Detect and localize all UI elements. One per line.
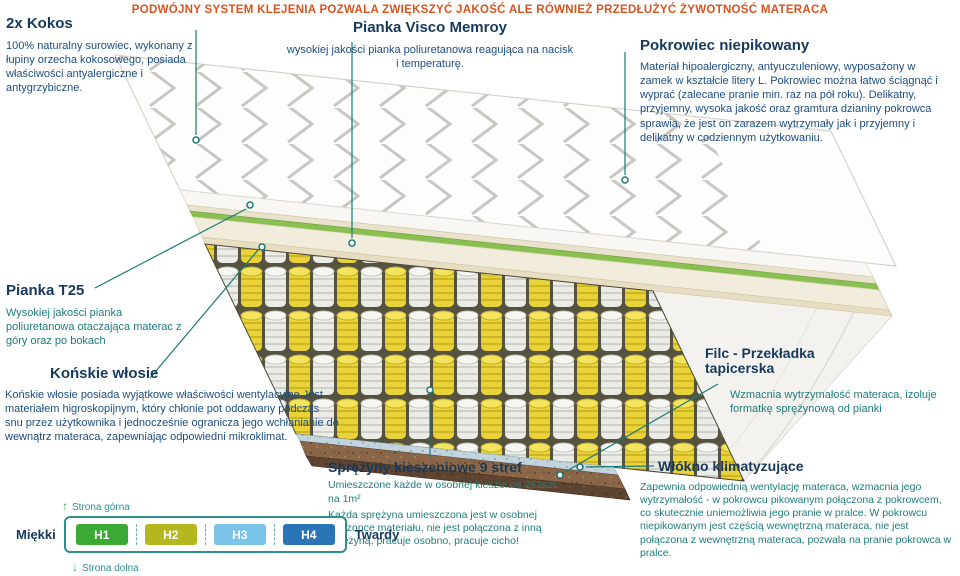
divider — [204, 524, 206, 545]
filc-body: Wzmacnia wytrzymałość materaca, izoluje … — [730, 389, 937, 416]
kokos-title: 2x Kokos — [6, 15, 73, 32]
callout-t25: Pianka T25 Wysokiej jakości pianka poliu… — [6, 282, 216, 348]
wlosie-title: Końskie włosie — [50, 365, 159, 382]
wlosie-body: Końskie włosie posiada wyjątkowe właściw… — [5, 388, 339, 444]
top-side-note: ↑ Strona górna — [62, 499, 130, 513]
callout-filc: Filc - Przekładka tapicerska — [705, 345, 955, 377]
divider — [273, 524, 275, 545]
hardness-h4-button[interactable]: H4 — [282, 524, 335, 545]
up-arrow-icon: ↑ — [62, 499, 68, 513]
hardness-h2-button[interactable]: H2 — [144, 524, 197, 545]
callout-dot-wlokno — [576, 463, 584, 471]
sprezyny-detail: Każda sprężyna umieszczona jest w osobne… — [328, 508, 542, 547]
sprezyny-title: Sprężyny kieszeniowe 9 stref — [328, 459, 522, 475]
callout-wlokno: Włókno klimatyzujące — [658, 458, 948, 474]
soft-label: Miękki — [16, 527, 56, 542]
callout-visco: Pianka Visco Memroy wysokiej jakości pia… — [285, 19, 575, 71]
layer-dark-base — [305, 455, 631, 501]
down-arrow-icon: ↓ — [72, 560, 78, 574]
callout-kokos: 2x Kokos 100% naturalny surowiec, wykona… — [6, 15, 206, 96]
hardness-scale: Miękki H1 H2 H3 H4 Twardy — [8, 516, 407, 553]
callout-lines — [94, 30, 719, 473]
callout-sprezyny: Sprężyny kieszeniowe 9 stref Umieszczone… — [328, 459, 568, 548]
filc-body-wrap: Wzmacnia wytrzymałość materaca, izoluje … — [730, 388, 950, 417]
callout-dot-kokos — [192, 136, 200, 144]
hard-label: Twardy — [354, 527, 400, 542]
pokrowiec-body: Materiał hipoalergiczny, antyuczuleniowy… — [640, 60, 938, 144]
callout-dot-sprezyny — [426, 386, 434, 394]
hardness-h1-button[interactable]: H1 — [75, 524, 128, 545]
pokrowiec-title: Pokrowiec niepikowany — [640, 37, 810, 54]
layer-horsehair — [201, 236, 893, 317]
callout-dots — [192, 136, 629, 479]
visco-title: Pianka Visco Memroy — [353, 19, 507, 36]
bottom-side-note: ↓ Strona dolna — [72, 560, 139, 574]
callout-wlosie: Końskie włosie Końskie włosie posiada wy… — [5, 365, 340, 445]
filc-title: Filc - Przekładka tapicerska — [705, 345, 815, 377]
wlokno-title: Włókno klimatyzujące — [658, 458, 804, 474]
layer-cover — [113, 54, 898, 267]
callout-dot-visco — [348, 239, 356, 247]
callout-line-wlosie — [149, 249, 259, 379]
layer-springs — [204, 243, 745, 482]
divider — [135, 524, 137, 545]
callout-dot-wlosie — [258, 243, 266, 251]
wlokno-body-wrap: Zapewnia odpowiednią wentylację materaca… — [640, 481, 952, 560]
kokos-body: 100% naturalny surowiec, wykonany z łupi… — [6, 39, 193, 95]
top-banner: PODWÓJNY SYSTEM KLEJENIA POZWALA ZWIĘKSZ… — [131, 4, 829, 16]
callout-line-filc — [564, 383, 719, 473]
callout-dot-filc — [556, 471, 564, 479]
t25-body: Wysokiej jakości pianka poliuretanowa ot… — [6, 306, 182, 348]
top-side-label: Strona górna — [72, 502, 130, 513]
callout-dot-t25 — [246, 201, 254, 209]
t25-title: Pianka T25 — [6, 282, 85, 299]
callout-pokrowiec: Pokrowiec niepikowany Materiał hipoalerg… — [640, 37, 946, 145]
visco-body: wysokiej jakości pianka poliuretanowa re… — [286, 43, 574, 70]
callout-line-wlokno — [585, 465, 655, 468]
callout-line-t25 — [94, 208, 247, 289]
wlokno-body: Zapewnia odpowiednią wentylację materaca… — [640, 481, 952, 559]
callout-dot-pokrowiec — [621, 176, 629, 184]
hardness-h3-button[interactable]: H3 — [213, 524, 266, 545]
sprezyny-intro: Umieszczone każde w osobnej kieszonce 26… — [328, 479, 559, 505]
bottom-side-label: Strona dolna — [82, 563, 139, 574]
hardness-box: H1 H2 H3 H4 — [63, 516, 347, 553]
